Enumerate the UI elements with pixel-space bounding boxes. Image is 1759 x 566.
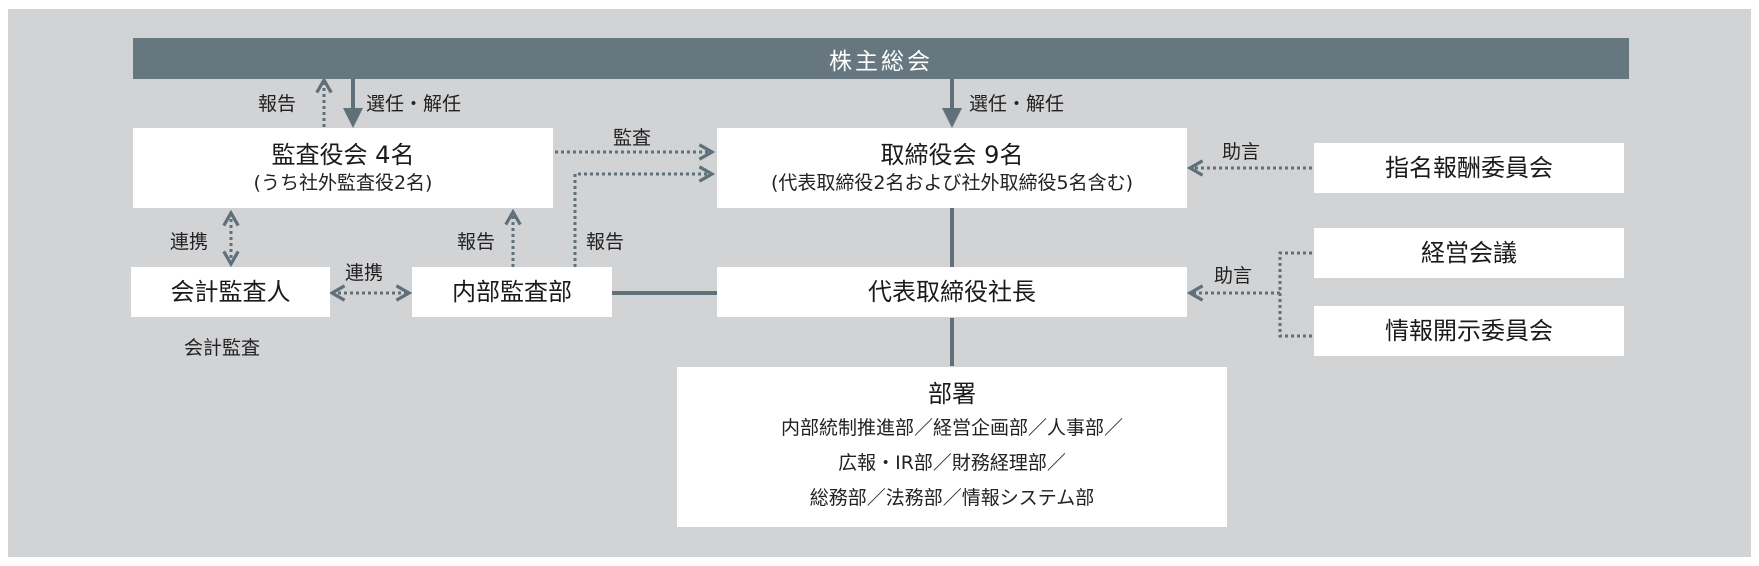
nomination-committee-title: 指名報酬委員会: [1385, 154, 1553, 182]
accountant-title: 会計監査人: [170, 278, 291, 306]
nomination-committee-box: 指名報酬委員会: [1314, 143, 1624, 193]
label-cooperation-vertical: 連携: [170, 231, 209, 253]
label-cooperation-horizontal: 連携: [345, 262, 384, 284]
label-accounting-audit: 会計監査: [184, 337, 261, 359]
departments-box: 部署 内部統制推進部／経営企画部／人事部／ 広報・IR部／財務経理部／ 総務部／…: [677, 367, 1227, 527]
president-box: 代表取締役社長: [717, 267, 1187, 317]
management-council-title: 経営会議: [1421, 239, 1517, 267]
label-report-left: 報告: [258, 93, 297, 115]
label-advice-bottom: 助言: [1214, 265, 1253, 287]
audit-board-note: (うち社外監査役2名): [253, 172, 433, 194]
label-elect-center: 選任・解任: [969, 93, 1065, 115]
management-council-box: 経営会議: [1314, 228, 1624, 278]
internal-audit-title: 内部監査部: [452, 278, 572, 306]
departments-title: 部署: [928, 379, 976, 408]
departments-line-3: 総務部／法務部／情報システム部: [809, 486, 1095, 509]
board-box: 取締役会 9名 (代表取締役2名および社外取締役5名含む): [717, 128, 1187, 208]
label-advice-top: 助言: [1222, 141, 1261, 163]
label-report-internal: 報告: [457, 231, 496, 253]
board-title: 取締役会 9名: [880, 141, 1024, 169]
audit-board-title: 監査役会 4名: [271, 141, 415, 169]
audit-board-box: 監査役会 4名 (うち社外監査役2名): [133, 128, 553, 208]
disclosure-committee-box: 情報開示委員会: [1314, 306, 1624, 356]
shareholders-meeting: 株主総会: [133, 38, 1629, 79]
disclosure-committee-title: 情報開示委員会: [1385, 317, 1553, 345]
internal-audit-box: 内部監査部: [412, 267, 612, 317]
label-report-board: 報告: [586, 231, 625, 253]
departments-line-1: 内部統制推進部／経営企画部／人事部／: [780, 416, 1123, 439]
board-note: (代表取締役2名および社外取締役5名含む): [770, 172, 1133, 194]
departments-line-2: 広報・IR部／財務経理部／: [838, 451, 1066, 474]
label-elect-left: 選任・解任: [366, 93, 462, 115]
label-audit: 監査: [613, 127, 652, 149]
president-title: 代表取締役社長: [868, 278, 1036, 306]
accountant-box: 会計監査人: [131, 267, 330, 317]
